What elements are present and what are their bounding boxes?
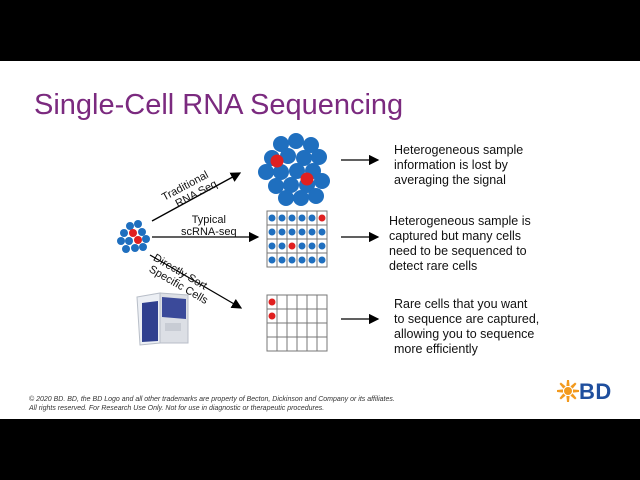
desc-line: more efficiently: [394, 342, 478, 356]
label-line: Typical: [191, 214, 226, 226]
arrow-traditional: [151, 172, 242, 222]
desc-line: averaging the signal: [394, 173, 506, 187]
bulk-cell-cluster: [258, 133, 330, 206]
footer-line: All rights reserved. For Research Use On…: [29, 405, 325, 412]
description-traditional: Heterogeneous sample information is lost…: [394, 143, 523, 188]
description-typical: Heterogeneous sample is captured but man…: [389, 214, 531, 274]
label-line: scRNA-seq: [181, 226, 237, 238]
desc-line: information is lost by: [394, 158, 508, 172]
desc-line: need to be sequenced to: [389, 244, 527, 258]
desc-line: to sequence are captured,: [394, 312, 540, 326]
arrow-direct-sort: [149, 254, 243, 309]
desc-line: Heterogeneous sample is: [389, 214, 531, 228]
desc-line: Rare cells that you want: [394, 297, 528, 311]
desc-line: Heterogeneous sample: [394, 143, 524, 157]
copyright-footer: © 2020 BD. BD, the BD Logo and all other…: [29, 395, 395, 413]
footer-line: © 2020 BD. BD, the BD Logo and all other…: [29, 396, 395, 403]
sorted-well-grid: [266, 294, 328, 352]
desc-line: allowing you to sequence: [394, 327, 535, 341]
source-cell-cluster: [117, 220, 150, 253]
diagram-canvas: [117, 133, 380, 352]
bd-logo-text: BD: [579, 379, 612, 404]
desc-line: detect rare cells: [389, 259, 478, 273]
cell-sorter-instrument: [136, 292, 189, 346]
label-typical-scrna-seq: Typical scRNA-seq: [181, 214, 237, 238]
slide-title: Single-Cell RNA Sequencing: [34, 89, 404, 121]
desc-line: captured but many cells: [389, 229, 522, 243]
bd-starburst-icon: [557, 380, 579, 402]
slide: Single-Cell RNA Sequencing: [0, 61, 640, 419]
description-direct-sort: Rare cells that you want to sequence are…: [394, 297, 539, 357]
typical-well-grid: [266, 210, 328, 268]
